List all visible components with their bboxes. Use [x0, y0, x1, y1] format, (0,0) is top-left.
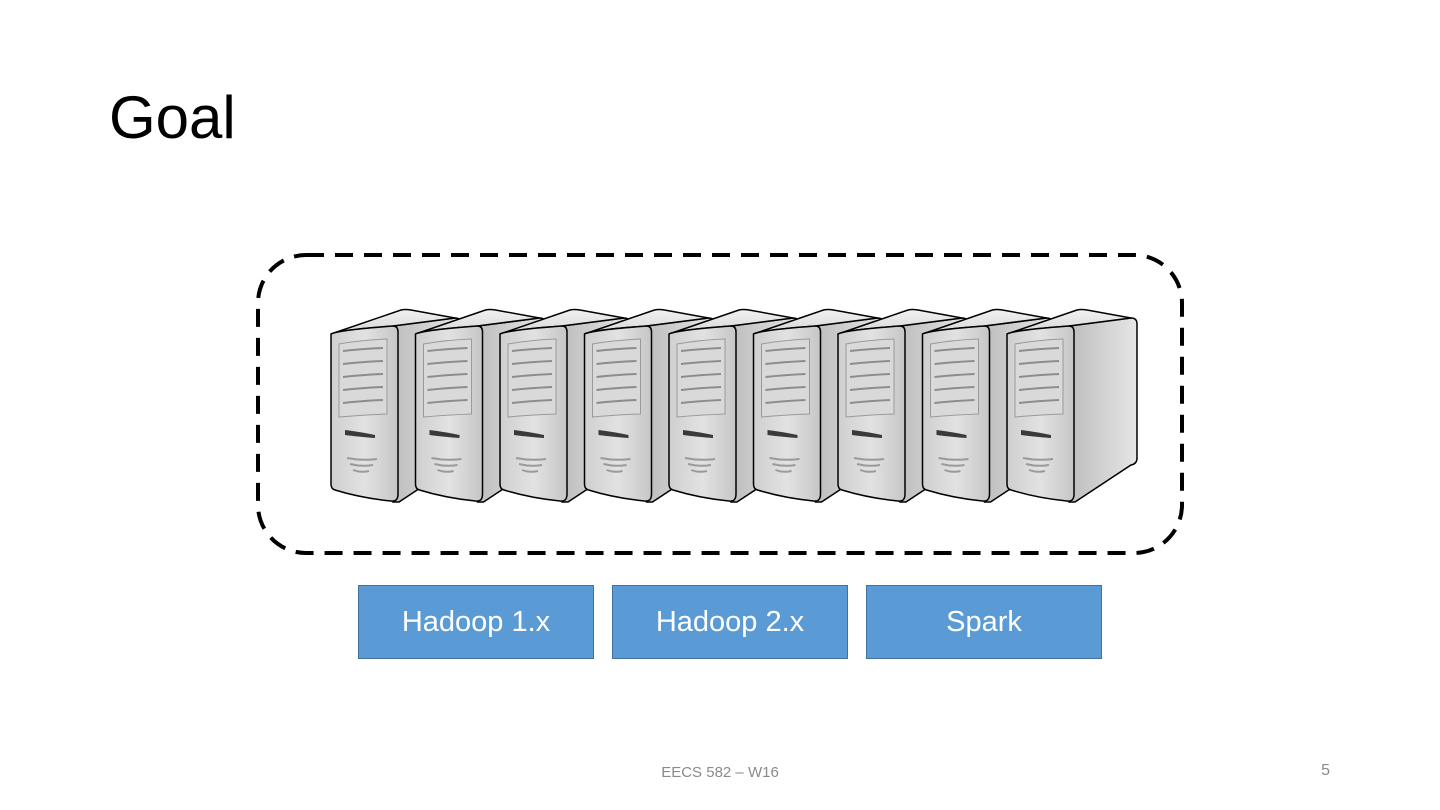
framework-spark: Spark: [866, 585, 1102, 659]
framework-hadoop-1x: Hadoop 1.x: [358, 585, 594, 659]
footer-course: EECS 582 – W16: [661, 764, 779, 781]
framework-hadoop-2x: Hadoop 2.x: [612, 585, 848, 659]
cluster-boundary: [256, 253, 1184, 555]
page-number: 5: [1321, 762, 1330, 779]
server-tower-icon: [499, 308, 631, 503]
slide-title: Goal: [109, 84, 236, 151]
server-tower-icon: [1006, 308, 1138, 503]
